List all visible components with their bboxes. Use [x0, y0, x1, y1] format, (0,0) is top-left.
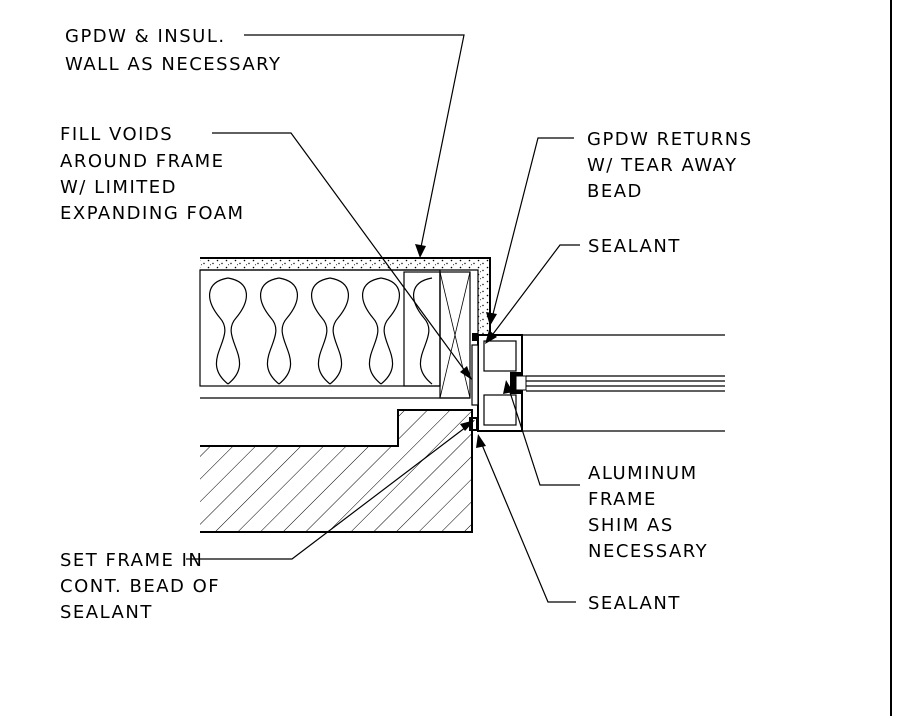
label-set-frame-line3: SEALANT — [60, 602, 153, 623]
label-gpdw-insul-line1: GPDW & INSUL. — [65, 26, 226, 47]
label-sealant-bottom: SEALANT — [588, 593, 681, 614]
label-sealant-top: SEALANT — [588, 236, 681, 257]
label-gpdw-returns-line2: W/ TEAR AWAY — [587, 155, 738, 176]
masonry-wall — [200, 409, 473, 533]
label-fill-voids-line2: AROUND FRAME — [60, 151, 225, 172]
label-aluminum-line1: ALUMINUM — [588, 463, 698, 484]
label-gpdw-returns-line3: BEAD — [587, 181, 643, 202]
annotation-fill-voids: FILL VOIDS AROUND FRAME W/ LIMITED EXPAN… — [60, 124, 245, 224]
label-aluminum-line2: FRAME — [588, 489, 657, 510]
label-fill-voids-line3: W/ LIMITED — [60, 177, 177, 198]
leader-lines — [186, 34, 580, 603]
annotation-gpdw-insul: GPDW & INSUL. WALL AS NECESSARY — [65, 26, 282, 75]
batt-insulation — [199, 269, 470, 399]
label-set-frame-line1: SET FRAME IN — [60, 550, 203, 571]
label-aluminum-line3: SHIM AS — [588, 515, 674, 536]
annotation-set-frame: SET FRAME IN CONT. BEAD OF SEALANT — [60, 550, 220, 623]
label-aluminum-line4: NECESSARY — [588, 541, 708, 562]
label-set-frame-line2: CONT. BEAD OF — [60, 576, 220, 597]
glazing — [522, 334, 725, 432]
annotation-aluminum-frame: ALUMINUM FRAME SHIM AS NECESSARY — [588, 463, 708, 562]
annotation-gpdw-returns: GPDW RETURNS W/ TEAR AWAY BEAD — [587, 129, 753, 202]
label-fill-voids-line1: FILL VOIDS — [60, 124, 173, 145]
aluminum-frame — [471, 334, 527, 432]
label-gpdw-returns-line1: GPDW RETURNS — [587, 129, 753, 150]
sealant-bead-top — [472, 333, 478, 341]
label-gpdw-insul-line2: WALL AS NECESSARY — [65, 54, 282, 75]
wood-blocking — [403, 271, 471, 399]
label-fill-voids-line4: EXPANDING FOAM — [60, 203, 245, 224]
